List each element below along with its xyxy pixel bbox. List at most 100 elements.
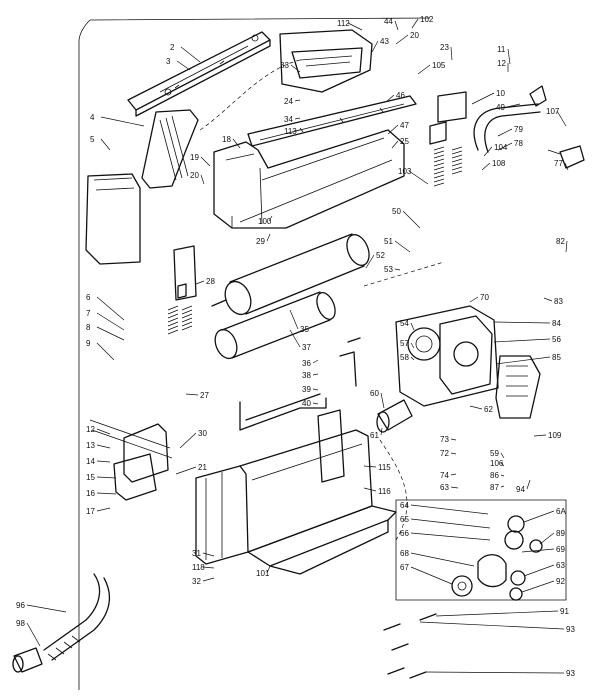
callout-number: 68 [400,549,409,558]
callout-leader [450,486,459,489]
callout-number: 13 [86,441,95,450]
callout-leader [385,94,395,103]
callout-number: 94 [516,485,525,494]
callout-leader [410,322,415,331]
callout-number: 40 [302,399,311,408]
callout-leader [506,103,521,108]
callout-number: 63 [440,483,449,492]
part-vertical-spring-stack [429,91,467,187]
callout-number: 18 [222,135,231,144]
callout-leader [408,170,429,185]
callout-number: 6 [86,293,91,302]
callout-number: 64 [400,501,409,510]
callout-number: 43 [380,37,389,46]
callout-number: 35 [300,325,309,334]
part-side-panel [141,109,199,189]
callout-number: 44 [384,17,393,26]
callout-leader [200,156,211,167]
callout-number: 52 [376,251,385,260]
callout-number: 15 [86,473,95,482]
callout-leader [419,621,565,630]
callout-leader [410,552,475,567]
callout-number: 82 [556,237,565,246]
callout-number: 98 [16,619,25,628]
callout-leader [394,268,401,271]
callout-leader [312,373,319,376]
callout-leader [521,580,555,593]
callout-leader [371,40,379,53]
callout-leader [96,444,111,449]
callout-number: 115 [378,463,391,472]
callout-number: 62 [484,405,493,414]
callout-number: 106 [490,459,504,468]
callout-leader [435,610,559,617]
callout-leader [402,210,421,229]
callout-leader [290,64,301,73]
callout-number: 36 [302,359,311,368]
callout-leader [202,566,215,569]
callout-number: 57 [400,339,409,348]
callout-number: 102 [420,15,434,24]
callout-number: 109 [548,431,562,440]
callout-leader [493,338,551,343]
part-gear-set [451,515,543,601]
callout-leader [471,92,495,105]
callout-leader [450,452,457,455]
callout-leader [96,312,125,331]
part-spring-assembly [167,245,197,335]
callout-number: 16 [86,489,95,498]
part-hose [473,85,585,169]
callout-number: 112 [337,19,350,28]
callout-number: 78 [514,139,523,148]
callout-leader [365,254,375,269]
part-flex-hose [12,573,111,673]
callout-leader [410,532,491,541]
callout-number: 118 [192,563,205,572]
callout-leader [294,129,301,132]
callout-leader [564,162,569,171]
callout-leader [410,566,453,585]
callout-number: 30 [198,429,207,438]
callout-number: 21 [198,463,207,472]
callout-number: 49 [496,103,505,112]
callout-leader [526,479,531,490]
callout-leader [289,309,299,330]
callout-leader [96,507,111,512]
callout-number: 100 [258,217,272,226]
callout-leader [266,233,271,242]
callout-number: 51 [384,237,393,246]
callout-number: 24 [284,97,293,106]
callout-number: 29 [256,237,265,246]
callout-leader [195,280,205,285]
callout-number: 84 [552,319,561,328]
callout-leader [497,142,513,151]
callout-leader [185,393,199,396]
callout-number: 28 [206,277,215,286]
callout-leader [411,18,419,29]
callout-leader [176,60,191,71]
callout-leader [450,438,457,441]
callout-leader [202,577,215,582]
callout-number: 38 [302,371,311,380]
callout-number: 86 [490,471,499,480]
callout-leader [294,117,301,120]
callout-leader [312,402,319,405]
callout-number: 87 [490,483,499,492]
callout-number: 74 [440,471,449,480]
frame-bracket [78,17,431,690]
callout-number: 63 [556,561,565,570]
callout-number: 101 [256,569,270,578]
callout-leader [394,20,399,31]
callout-number: 58 [400,353,409,362]
part-roller-37 [214,291,336,360]
callout-leader [493,321,551,324]
callout-leader [363,465,377,468]
callout-leader [96,428,111,435]
callout-number: 37 [302,343,311,352]
callout-number: 61 [370,431,379,440]
callout-number: 73 [440,435,449,444]
callout-number: 104 [494,143,508,152]
callout-leader [556,110,567,127]
callout-leader [507,48,511,65]
